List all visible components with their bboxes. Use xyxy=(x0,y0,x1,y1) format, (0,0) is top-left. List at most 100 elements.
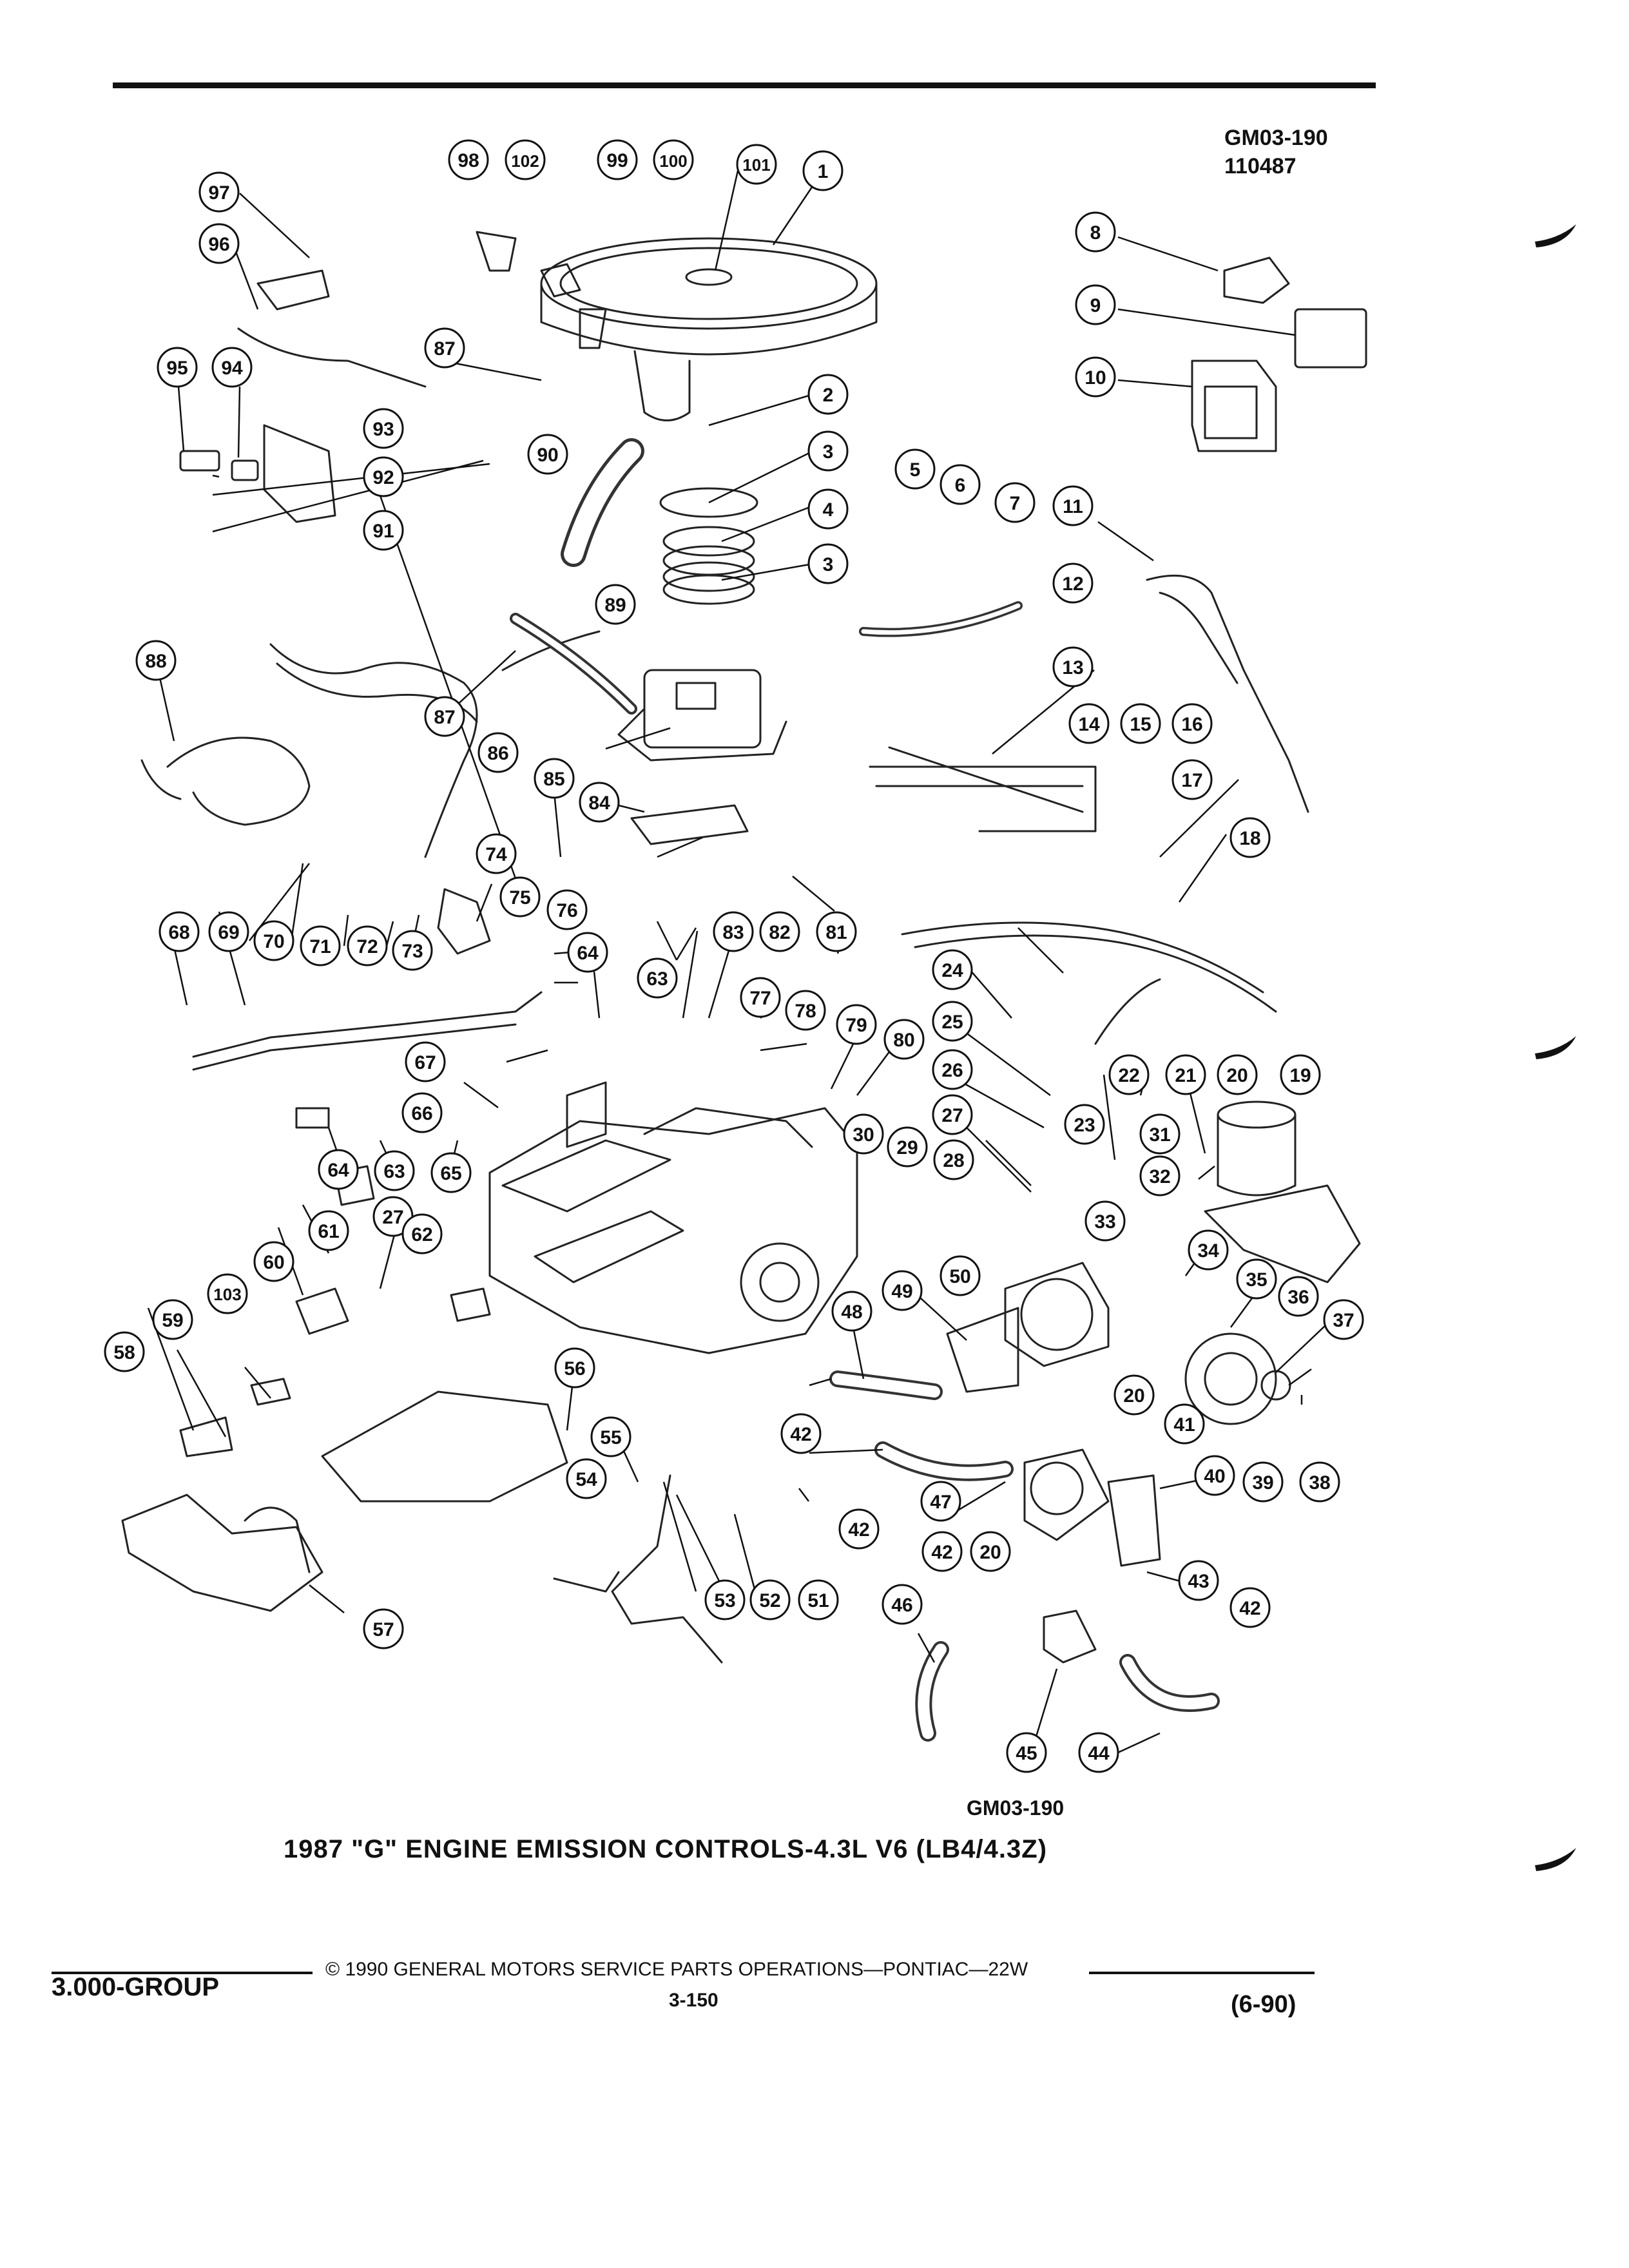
callout-80-label: 80 xyxy=(893,1030,914,1051)
callout-57-circle xyxy=(363,1608,404,1649)
callout-48-circle xyxy=(831,1291,872,1332)
callout-53-circle xyxy=(704,1579,746,1620)
callout-59-circle xyxy=(152,1299,193,1340)
callout-22-label: 22 xyxy=(1118,1065,1139,1086)
callout-23-circle xyxy=(1064,1104,1105,1145)
callout-60-label: 60 xyxy=(263,1252,284,1273)
callout-91-label: 91 xyxy=(372,521,394,542)
callout-59-label: 59 xyxy=(162,1310,183,1331)
footer-rule-right xyxy=(1089,1972,1315,1974)
callout-89-circle xyxy=(595,584,636,625)
callout-64a-label: 64 xyxy=(577,943,599,964)
air-hoses-part xyxy=(829,1370,1220,1742)
callout-11-circle xyxy=(1052,485,1094,526)
callout-102-label: 102 xyxy=(511,151,539,171)
callout-46-circle xyxy=(882,1584,923,1625)
callout-20b-label: 20 xyxy=(1123,1385,1144,1407)
callout-35-label: 35 xyxy=(1246,1269,1267,1291)
callout-42a-label: 42 xyxy=(790,1424,811,1445)
callout-42a-circle xyxy=(780,1413,822,1454)
callout-92-label: 92 xyxy=(372,467,394,488)
figure-code: GM03-190 xyxy=(1224,126,1328,150)
callout-3b-label: 3 xyxy=(823,554,834,575)
callout-42d-circle xyxy=(1229,1587,1271,1628)
callout-103-label: 103 xyxy=(213,1285,241,1304)
callout-86-label: 86 xyxy=(487,743,508,764)
callout-89-label: 89 xyxy=(604,595,626,616)
callout-40-label: 40 xyxy=(1204,1466,1225,1487)
callout-73-label: 73 xyxy=(401,941,423,962)
callout-39-label: 39 xyxy=(1252,1472,1273,1494)
footer-revision: (6-90) xyxy=(1231,1991,1296,2018)
callout-16-circle xyxy=(1171,703,1213,744)
callout-44-label: 44 xyxy=(1088,1743,1110,1764)
callout-65-label: 65 xyxy=(440,1163,461,1184)
callout-7-circle xyxy=(994,482,1036,523)
callout-66-label: 66 xyxy=(411,1103,432,1124)
callout-21-circle xyxy=(1165,1054,1206,1095)
callout-62-circle xyxy=(401,1213,443,1254)
callout-9-circle xyxy=(1075,284,1116,325)
callout-49-label: 49 xyxy=(891,1281,912,1302)
callout-69-label: 69 xyxy=(218,922,239,943)
diverter-valve-part xyxy=(1023,1448,1161,1664)
callout-19-circle xyxy=(1280,1054,1321,1095)
callout-66-circle xyxy=(401,1092,443,1133)
callout-37-label: 37 xyxy=(1333,1310,1354,1331)
callout-31-label: 31 xyxy=(1149,1124,1170,1146)
callout-57-label: 57 xyxy=(372,1619,394,1640)
callout-87b-circle xyxy=(424,327,465,369)
callout-96-label: 96 xyxy=(208,234,229,255)
callout-88-circle xyxy=(135,640,177,681)
callout-26-label: 26 xyxy=(941,1060,963,1081)
callout-75-circle xyxy=(499,876,541,918)
callout-42b-circle xyxy=(838,1508,880,1550)
callout-54-circle xyxy=(566,1458,607,1499)
callout-80-circle xyxy=(883,1019,925,1060)
callout-12-label: 12 xyxy=(1062,573,1083,595)
callout-27b-label: 27 xyxy=(382,1207,403,1228)
callout-54-label: 54 xyxy=(575,1469,597,1490)
engine-block-part xyxy=(488,1081,858,1354)
callout-50-circle xyxy=(940,1255,981,1296)
callout-102-circle xyxy=(505,139,546,180)
callout-17-label: 17 xyxy=(1181,770,1202,791)
callout-56-label: 56 xyxy=(564,1358,585,1379)
callout-18-label: 18 xyxy=(1239,828,1260,849)
callout-68-label: 68 xyxy=(168,922,189,943)
diagram-parts xyxy=(121,231,1367,1742)
callout-43-label: 43 xyxy=(1188,1571,1209,1592)
callout-19-label: 19 xyxy=(1289,1065,1311,1086)
callout-4-label: 4 xyxy=(823,499,834,521)
callout-77-label: 77 xyxy=(749,988,771,1009)
callout-64b-circle xyxy=(318,1149,359,1190)
callout-25-label: 25 xyxy=(941,1012,963,1033)
callout-63a-circle xyxy=(637,957,678,999)
callout-37-circle xyxy=(1323,1299,1364,1340)
callout-6-circle xyxy=(940,464,981,505)
callout-28-circle xyxy=(933,1139,974,1180)
callout-82-circle xyxy=(759,911,800,952)
callout-5-label: 5 xyxy=(910,459,921,481)
callout-15-label: 15 xyxy=(1130,714,1151,735)
evap-canister-part xyxy=(1204,1100,1361,1283)
callout-11-label: 11 xyxy=(1063,496,1083,517)
callout-69-circle xyxy=(208,911,249,952)
callout-48-label: 48 xyxy=(841,1302,862,1323)
callout-56-circle xyxy=(554,1347,595,1389)
callout-28-label: 28 xyxy=(943,1150,964,1171)
header-rule xyxy=(113,82,1376,88)
footer-page-number: 3-150 xyxy=(669,1990,718,2011)
callout-46-label: 46 xyxy=(891,1595,912,1616)
callout-3a-circle xyxy=(807,430,849,472)
callout-60-circle xyxy=(253,1241,294,1282)
callout-23-label: 23 xyxy=(1074,1115,1095,1136)
callout-42c-label: 42 xyxy=(931,1542,952,1563)
air-pump-part xyxy=(946,1262,1291,1425)
footer-copyright: © 1990 GENERAL MOTORS SERVICE PARTS OPER… xyxy=(325,1959,1028,1980)
callout-38-circle xyxy=(1299,1461,1340,1503)
figure-number: 110487 xyxy=(1224,154,1296,178)
callout-93-circle xyxy=(363,408,404,449)
callout-100-label: 100 xyxy=(659,151,687,171)
callout-91-circle xyxy=(363,510,404,551)
